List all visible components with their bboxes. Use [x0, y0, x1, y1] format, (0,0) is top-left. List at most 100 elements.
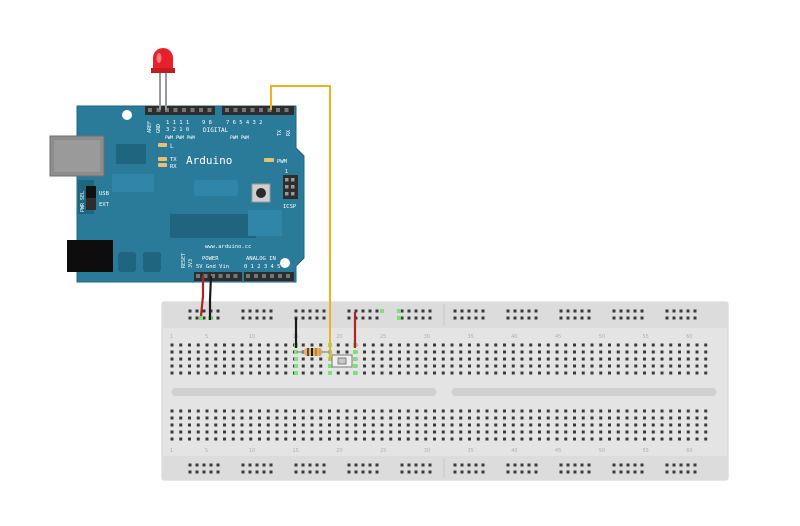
header-pin [190, 108, 195, 112]
rail-hole [216, 470, 220, 474]
breadboard-hole [231, 350, 235, 354]
rail-hole [368, 463, 372, 467]
breadboard-hole [310, 364, 314, 368]
breadboard-hole [634, 364, 638, 368]
rail-hole [255, 463, 259, 467]
breadboard-hole [179, 357, 183, 361]
rail-hole [414, 463, 418, 467]
breadboard-hole [494, 416, 498, 420]
microcontroller-chip [170, 214, 256, 238]
breadboard-hole [249, 371, 253, 375]
header-pin [207, 108, 212, 112]
breadboard-hole [616, 430, 620, 434]
breadboard-hole [336, 437, 340, 441]
rail-hole [269, 309, 273, 313]
rail-hole [573, 309, 577, 313]
breadboard-hole [695, 409, 699, 413]
rail-hole [294, 470, 298, 474]
breadboard-hole [293, 409, 296, 413]
led-tx [158, 157, 167, 161]
breadboard-hole [511, 350, 515, 354]
rail-hole [506, 309, 510, 313]
reset-button-cap [256, 188, 266, 198]
rail-hole [308, 470, 312, 474]
breadboard-hole [433, 350, 436, 354]
breadboard-hole [669, 364, 673, 368]
push-button-cap [337, 357, 347, 365]
breadboard-hole [415, 416, 419, 420]
rail-hole [195, 470, 199, 474]
breadboard-hole [231, 437, 235, 441]
column-number: 55 [643, 334, 649, 340]
breadboard-hole [301, 437, 305, 441]
breadboard-hole [511, 430, 515, 434]
breadboard-hole [406, 343, 410, 347]
active-hole [397, 316, 401, 320]
breadboard-hole [669, 409, 673, 413]
breadboard-hole [468, 416, 471, 420]
breadboard-hole [485, 357, 489, 361]
breadboard-hole [590, 364, 594, 368]
breadboard-hole [476, 350, 480, 354]
breadboard-hole [634, 430, 638, 434]
breadboard-hole [188, 343, 191, 347]
breadboard-hole [511, 343, 515, 347]
rail-hole [527, 316, 531, 320]
breadboard-hole [284, 371, 288, 375]
active-hole [294, 371, 298, 375]
rail-hole [559, 463, 563, 467]
breadboard-hole [616, 423, 620, 427]
rail-hole [506, 316, 510, 320]
breadboard-hole [590, 371, 594, 375]
breadboard-hole [398, 364, 401, 368]
active-hole [353, 364, 357, 368]
breadboard-hole [433, 430, 436, 434]
breadboard-hole [205, 364, 209, 368]
breadboard-hole [520, 416, 524, 420]
breadboard-hole [468, 437, 471, 441]
breadboard-hole [240, 437, 244, 441]
rail-hole [679, 309, 683, 313]
breadboard-hole [205, 430, 209, 434]
breadboard-hole [214, 437, 218, 441]
center-channel-right [452, 388, 716, 396]
breadboard-hole [695, 416, 699, 420]
breadboard-hole [616, 357, 620, 361]
component-block [248, 210, 282, 236]
breadboard-hole [625, 350, 629, 354]
breadboard-hole [529, 416, 533, 420]
breadboard-hole [319, 430, 323, 434]
breadboard-hole [678, 423, 681, 427]
breadboard-hole [564, 430, 568, 434]
breadboard-hole [231, 357, 235, 361]
breadboard-hole [223, 409, 226, 413]
rail-hole [580, 316, 584, 320]
rail-hole [202, 463, 206, 467]
breadboard-hole [371, 343, 375, 347]
active-hole [353, 371, 357, 375]
breadboard-hole [660, 350, 664, 354]
breadboard-hole [643, 423, 646, 427]
rail-hole [322, 463, 326, 467]
breadboard-hole [651, 416, 655, 420]
rail-hole [640, 316, 644, 320]
breadboard-hole [686, 371, 690, 375]
breadboard-hole [686, 350, 690, 354]
breadboard-hole [476, 343, 480, 347]
rail-hole [400, 309, 404, 313]
rail-hole [633, 463, 637, 467]
breadboard-hole [485, 430, 489, 434]
breadboard-hole [266, 423, 270, 427]
arduino-board: Arduino www.arduino.cc DIGITAL AREF GND … [49, 105, 305, 283]
breadboard-hole [371, 409, 375, 413]
breadboard-hole [266, 437, 270, 441]
breadboard-hole [669, 371, 673, 375]
breadboard-hole [625, 357, 629, 361]
breadboard-hole [625, 409, 629, 413]
breadboard-hole [363, 423, 366, 427]
analog-in-label: ANALOG IN [246, 256, 276, 262]
column-number: 35 [468, 334, 474, 340]
column-number: 45 [555, 448, 561, 454]
breadboard-hole [363, 364, 366, 368]
